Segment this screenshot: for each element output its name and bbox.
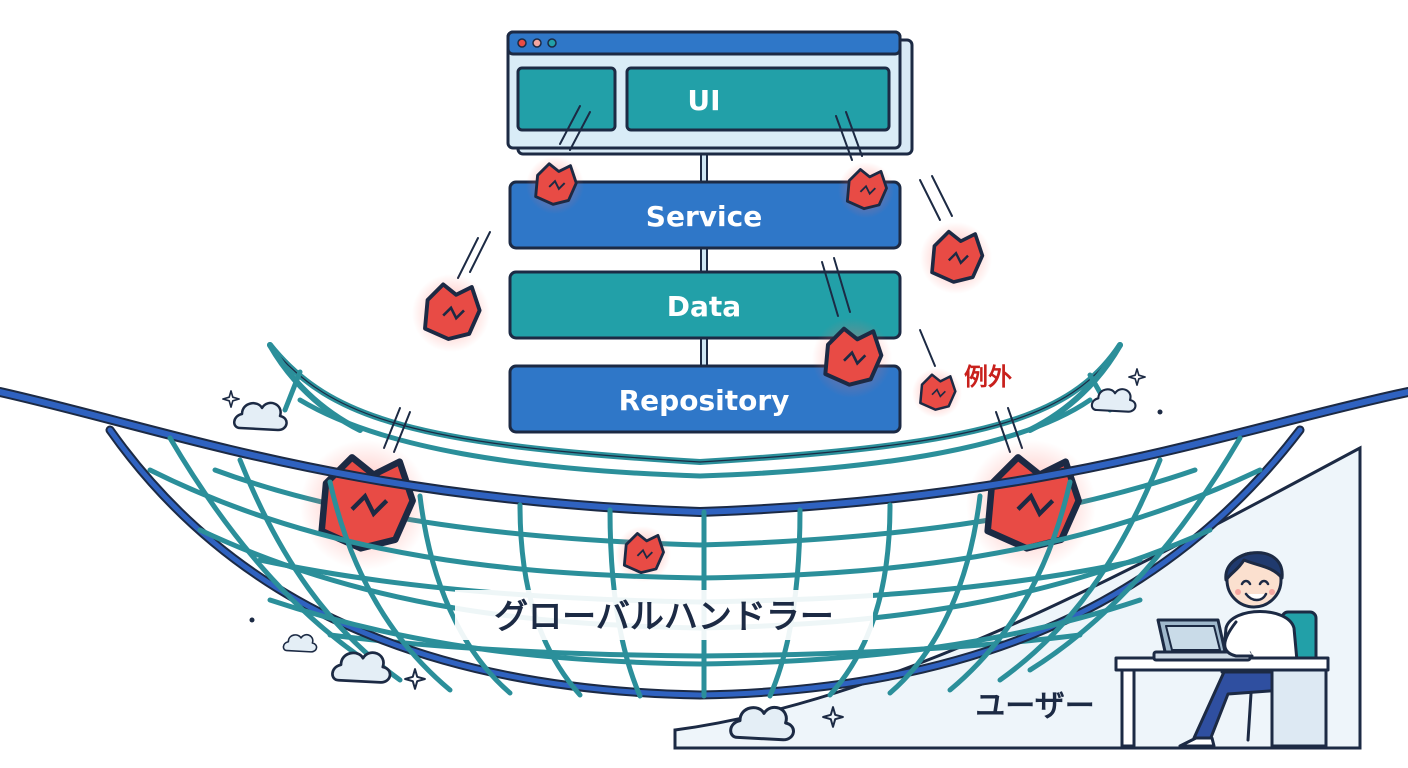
sparkle-icon bbox=[222, 390, 240, 408]
smoke-cloud-icon bbox=[282, 633, 318, 653]
smoke-cloud-icon bbox=[330, 650, 392, 685]
browser-window-icon bbox=[506, 30, 914, 156]
exception-rock-icon bbox=[812, 318, 892, 398]
sparkle-icon bbox=[404, 668, 426, 690]
smoke-cloud-icon bbox=[232, 401, 288, 432]
layer-data: Data bbox=[508, 270, 902, 340]
exception-label: 例外 bbox=[964, 363, 1012, 391]
exception-rock-icon bbox=[412, 274, 490, 352]
layer-repository-label: Repository bbox=[619, 384, 790, 417]
layer-repository: Repository bbox=[508, 364, 902, 434]
handler-net-front bbox=[0, 342, 1408, 700]
exception-rock-icon bbox=[838, 162, 894, 218]
exception-rock-icon bbox=[966, 440, 1096, 570]
handler-label: グローバルハンドラー bbox=[494, 597, 834, 637]
layer-service: Service bbox=[508, 180, 902, 250]
exception-rock-icon bbox=[920, 222, 992, 294]
sparkles bbox=[222, 368, 1163, 728]
exception-rock-icon bbox=[912, 368, 962, 418]
layer-stack: UI Service Data Repository bbox=[506, 30, 914, 434]
exception-rock-icon bbox=[300, 440, 430, 570]
layer-ui-label: UI bbox=[687, 84, 720, 117]
smoke-cloud-icon bbox=[728, 705, 796, 742]
layer-service-label: Service bbox=[646, 200, 762, 233]
user-at-laptop-icon bbox=[1114, 551, 1330, 748]
sparkle-icon bbox=[1128, 368, 1146, 386]
handler-label-backing bbox=[455, 590, 873, 640]
exception-rock-icon bbox=[526, 156, 584, 214]
layer-data-label: Data bbox=[667, 290, 741, 323]
user-label: ユーザー bbox=[975, 689, 1094, 724]
